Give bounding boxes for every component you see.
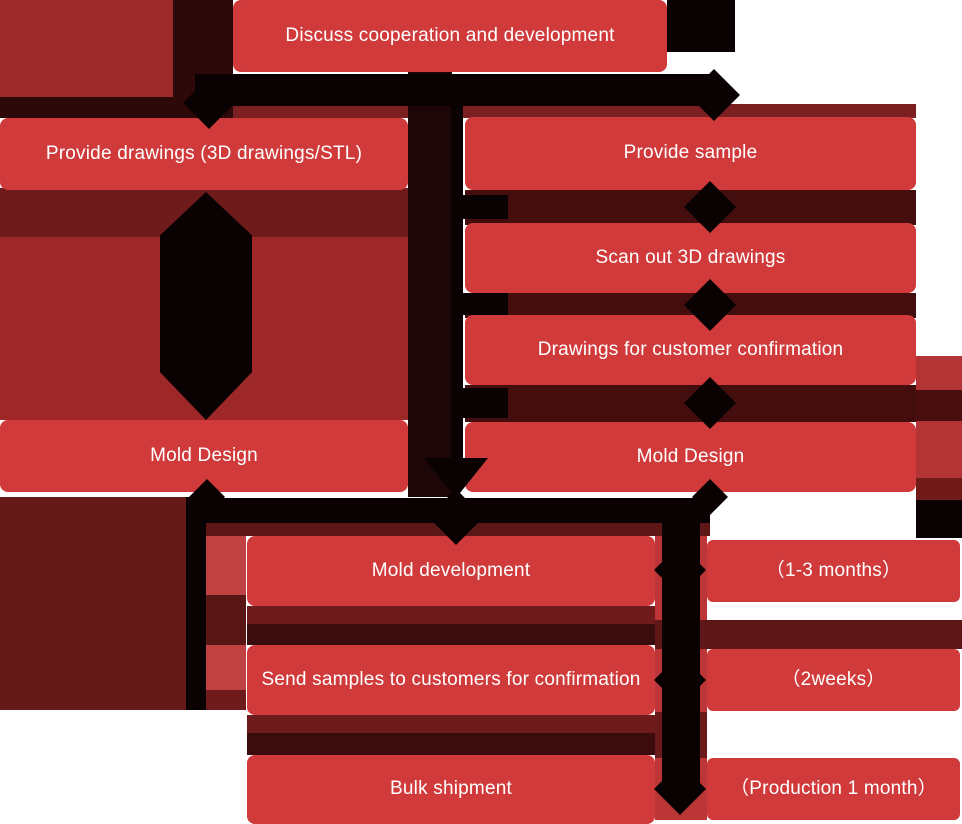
node-label: Send samples to customers for confirmati… — [261, 668, 641, 690]
bg-bottom-left-red-col-dark1 — [206, 595, 246, 645]
node-mold-design-right: Mold Design — [465, 422, 916, 492]
bg-under-top-row-strip — [233, 104, 916, 118]
node-mold-design-left: Mold Design — [0, 420, 408, 492]
node-provide-sample: Provide sample — [465, 117, 916, 190]
connector-trunk-stub-1 — [463, 195, 508, 219]
connector-trunk-stub-2 — [463, 293, 508, 315]
node-scan-3d-drawings: Scan out 3D drawings — [465, 223, 916, 293]
node-label: Scan out 3D drawings — [595, 246, 786, 268]
connector-top-right-elbow — [667, 0, 735, 52]
duration-label: （Production 1 month） — [730, 777, 937, 799]
node-bulk-shipment: Bulk shipment — [247, 755, 655, 824]
bg-bottom-gap2-bot — [247, 733, 655, 755]
duration-label: （2weeks） — [781, 668, 886, 690]
node-label: Bulk shipment — [390, 778, 512, 800]
bg-bottom-left-black-band — [186, 497, 206, 710]
node-send-samples: Send samples to customers for confirmati… — [247, 645, 655, 715]
node-label: Drawings for customer confirmation — [537, 338, 844, 360]
node-label: Provide drawings (3D drawings/STL) — [45, 142, 363, 164]
bg-bottom-left-maroon — [0, 497, 188, 710]
connector-trunk-stub-3 — [463, 388, 508, 418]
node-drawings-confirmation: Drawings for customer confirmation — [465, 315, 916, 385]
bg-bottom-gap1-top — [247, 606, 655, 624]
bg-top-left-red — [0, 0, 173, 97]
node-duration-mold-development: （1-3 months） — [707, 540, 960, 602]
bg-right-shadow-black — [916, 500, 962, 538]
node-label: Provide sample — [623, 142, 758, 164]
bg-side-gap-band — [655, 620, 962, 649]
node-duration-bulk-shipment: （Production 1 month） — [707, 758, 960, 820]
bg-right-shadow-band1 — [916, 390, 962, 421]
node-discuss-cooperation: Discuss cooperation and development — [233, 0, 667, 72]
node-duration-send-samples: （2weeks） — [707, 649, 960, 711]
bg-bottom-gap1-bot — [247, 624, 655, 645]
node-label: Mold Design — [636, 445, 745, 467]
node-label: Discuss cooperation and development — [285, 24, 615, 46]
bg-bottom-left-red-col-dark2 — [206, 690, 246, 710]
node-label: Mold Design — [150, 444, 258, 466]
node-provide-drawings: Provide drawings (3D drawings/STL) — [0, 118, 408, 190]
node-mold-development: Mold development — [247, 536, 655, 606]
duration-label: （1-3 months） — [765, 559, 902, 581]
node-label: Mold development — [371, 559, 531, 581]
bg-right-shadow-band2 — [916, 478, 962, 500]
bg-center-gutter-dark — [408, 72, 452, 497]
bg-bottom-gap2-top — [247, 715, 655, 733]
arrow-left-branch-long-icon — [160, 192, 252, 420]
connector-center-trunk — [451, 74, 463, 464]
